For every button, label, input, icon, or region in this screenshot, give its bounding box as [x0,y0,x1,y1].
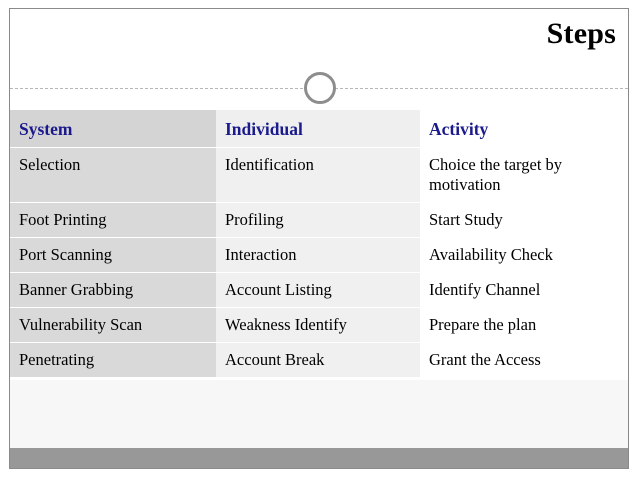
cell-activity: Choice the target by motivation [420,147,628,203]
cell-activity: Identify Channel [420,272,628,308]
cell-individual: Account Break [216,342,420,377]
cell-individual: Profiling [216,202,420,238]
table-row: Selection Identification Choice the targ… [10,147,628,203]
table-row: Foot Printing Profiling Start Study [10,202,628,238]
cell-system: Banner Grabbing [10,272,216,308]
page-title: Steps [546,17,616,50]
cell-individual: Account Listing [216,272,420,308]
cell-activity: Grant the Access [420,342,628,377]
table-row: Port Scanning Interaction Availability C… [10,237,628,273]
slide-body-background [10,380,628,448]
table-body: Selection Identification Choice the targ… [10,147,628,377]
column-header-individual: Individual [216,110,420,148]
circle-outline-icon [304,72,336,104]
table-header-row: System Individual Activity [10,110,628,148]
cell-individual: Weakness Identify [216,307,420,343]
steps-table: System Individual Activity Selection Ide… [10,110,628,377]
title-area: Steps [10,9,628,64]
cell-activity: Start Study [420,202,628,238]
cell-individual: Identification [216,147,420,203]
cell-system: Foot Printing [10,202,216,238]
cell-activity: Availability Check [420,237,628,273]
cell-system: Vulnerability Scan [10,307,216,343]
footer-bar [10,448,628,468]
cell-activity: Prepare the plan [420,307,628,343]
cell-system: Selection [10,147,216,203]
column-header-activity: Activity [420,110,628,148]
cell-system: Penetrating [10,342,216,377]
table-row: Penetrating Account Break Grant the Acce… [10,342,628,377]
table-row: Banner Grabbing Account Listing Identify… [10,272,628,308]
cell-system: Port Scanning [10,237,216,273]
column-header-system: System [10,110,216,148]
table-row: Vulnerability Scan Weakness Identify Pre… [10,307,628,343]
cell-individual: Interaction [216,237,420,273]
table-header: System Individual Activity [10,110,628,148]
